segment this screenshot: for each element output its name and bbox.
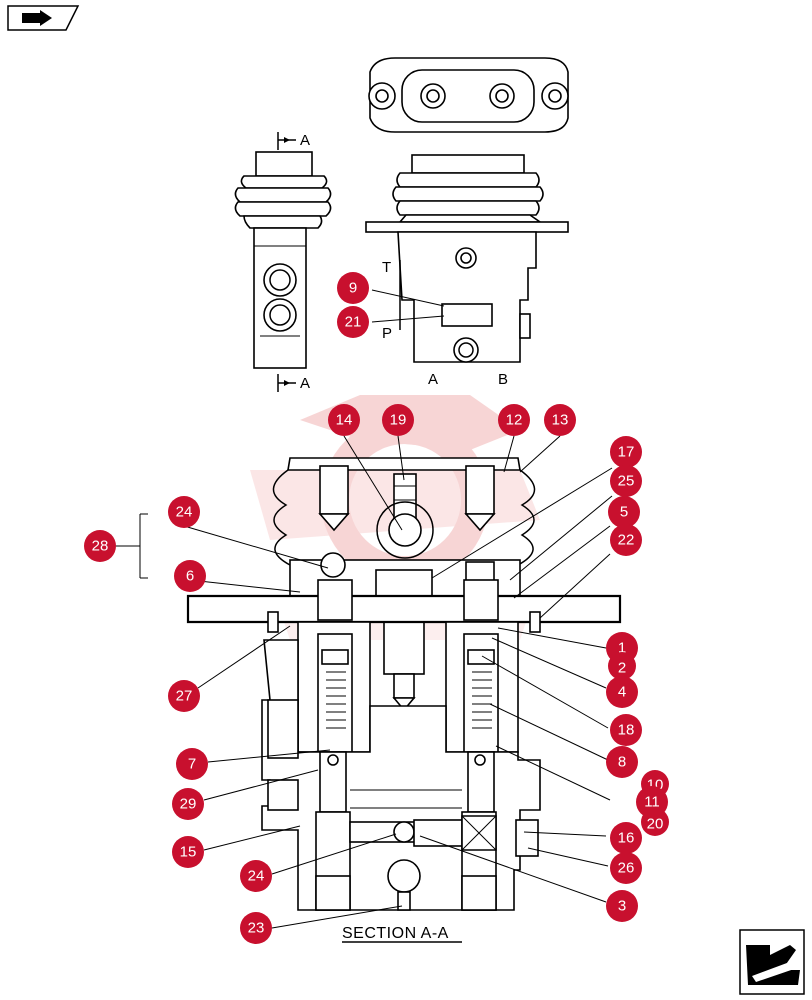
front-view: T P A B <box>365 154 569 388</box>
svg-text:27: 27 <box>176 688 193 705</box>
callout-29[interactable]: 29 <box>172 788 204 820</box>
svg-text:14: 14 <box>336 412 353 429</box>
port-label-t: T <box>382 259 391 276</box>
svg-text:19: 19 <box>390 412 407 429</box>
svg-text:20: 20 <box>647 816 664 833</box>
svg-text:2: 2 <box>618 660 626 677</box>
callout-18[interactable]: 18 <box>610 714 642 746</box>
callouts: 9 21 14 19 12 13 17 25 5 22 24 28 6 27 1… <box>84 272 669 944</box>
svg-text:28: 28 <box>92 538 109 555</box>
svg-text:16: 16 <box>618 830 635 847</box>
section-mark-top: A <box>300 132 310 149</box>
callout-3[interactable]: 3 <box>606 890 638 922</box>
side-view: A A <box>234 132 332 392</box>
callout-6[interactable]: 6 <box>174 560 206 592</box>
callout-5[interactable]: 5 <box>608 496 640 528</box>
section-view <box>186 457 622 911</box>
svg-text:23: 23 <box>248 920 265 937</box>
callout-19[interactable]: 19 <box>382 404 414 436</box>
callout-27[interactable]: 27 <box>168 680 200 712</box>
svg-text:24: 24 <box>176 504 193 521</box>
callout-16[interactable]: 16 <box>610 822 642 854</box>
svg-text:15: 15 <box>180 844 197 861</box>
callout-22[interactable]: 22 <box>610 524 642 556</box>
callout-21[interactable]: 21 <box>337 306 369 338</box>
callout-23[interactable]: 23 <box>240 912 272 944</box>
next-page-arrow-icon[interactable] <box>739 929 805 995</box>
svg-text:24: 24 <box>248 868 265 885</box>
callout-25[interactable]: 25 <box>610 465 642 497</box>
svg-text:18: 18 <box>618 722 635 739</box>
svg-text:26: 26 <box>618 860 635 877</box>
port-label-b: B <box>498 371 508 388</box>
callout-15[interactable]: 15 <box>172 836 204 868</box>
callout-14[interactable]: 14 <box>328 404 360 436</box>
svg-text:22: 22 <box>618 532 635 549</box>
callout-20[interactable]: 20 <box>641 808 669 836</box>
callout-13[interactable]: 13 <box>544 404 576 436</box>
callout-2[interactable]: 2 <box>608 652 636 680</box>
svg-text:3: 3 <box>618 898 626 915</box>
svg-text:1: 1 <box>618 640 626 657</box>
callout-26[interactable]: 26 <box>610 852 642 884</box>
svg-text:6: 6 <box>186 568 194 585</box>
callout-12[interactable]: 12 <box>498 404 530 436</box>
svg-text:11: 11 <box>644 794 660 811</box>
callout-4[interactable]: 4 <box>606 676 638 708</box>
svg-text:9: 9 <box>349 280 357 297</box>
svg-text:8: 8 <box>618 754 626 771</box>
section-title: SECTION A-A <box>342 925 449 942</box>
callout-24-top[interactable]: 24 <box>168 496 200 528</box>
callout-9[interactable]: 9 <box>337 272 369 304</box>
port-label-p: P <box>382 325 392 342</box>
callout-28[interactable]: 28 <box>84 530 116 562</box>
svg-text:13: 13 <box>552 412 569 429</box>
top-view-flange <box>368 57 569 133</box>
folder-arrow-icon[interactable] <box>7 5 80 31</box>
svg-text:5: 5 <box>620 504 628 521</box>
svg-text:29: 29 <box>180 796 197 813</box>
callout-7[interactable]: 7 <box>176 748 208 780</box>
svg-text:12: 12 <box>506 412 523 429</box>
port-label-a: A <box>428 371 438 388</box>
callout-8[interactable]: 8 <box>606 746 638 778</box>
callout-17[interactable]: 17 <box>610 436 642 468</box>
svg-text:4: 4 <box>618 684 626 701</box>
callout-24-bottom[interactable]: 24 <box>240 860 272 892</box>
svg-text:17: 17 <box>618 444 635 461</box>
svg-text:7: 7 <box>188 756 196 773</box>
svg-text:25: 25 <box>618 473 635 490</box>
section-mark-bottom: A <box>300 375 310 392</box>
leader-lines <box>116 289 613 929</box>
svg-text:21: 21 <box>345 314 362 331</box>
